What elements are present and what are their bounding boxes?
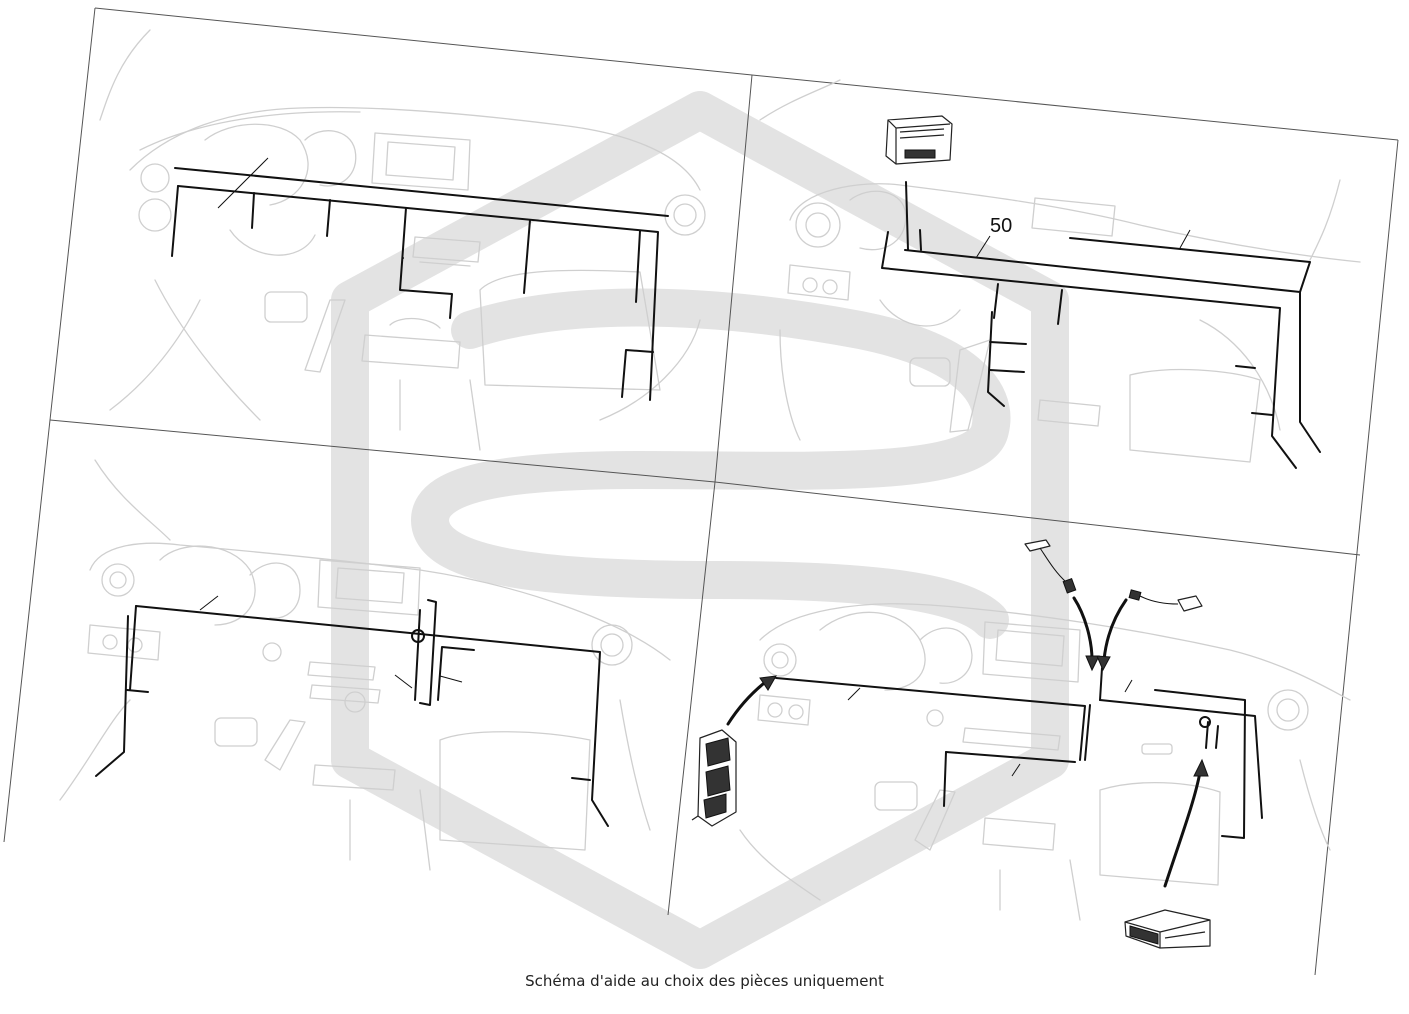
arrow-body-control-unit bbox=[726, 678, 770, 726]
arrowhead-icon bbox=[1096, 655, 1111, 672]
arrow-usb-socket bbox=[1072, 596, 1094, 662]
arrow-gps-antenna bbox=[1102, 598, 1128, 662]
panel-bottom-left bbox=[59, 459, 671, 871]
usb-socket-cable[interactable] bbox=[1024, 539, 1077, 594]
panel-frames bbox=[3, 7, 1399, 976]
reference-number: 50 bbox=[990, 215, 1012, 237]
arrow-control-module bbox=[1163, 770, 1202, 888]
arrowhead-icon bbox=[1085, 655, 1100, 672]
arrowhead-icon bbox=[1193, 758, 1209, 777]
electronic-control-module[interactable] bbox=[885, 115, 953, 165]
body-control-unit[interactable] bbox=[691, 729, 737, 827]
watermark-logo bbox=[331, 91, 1069, 969]
arrowhead-icon bbox=[759, 675, 777, 691]
panel-bottom-right bbox=[691, 539, 1351, 949]
panel-top-left bbox=[99, 29, 706, 451]
antenna-module[interactable] bbox=[1124, 909, 1211, 949]
diagram-caption: Schéma d'aide au choix des pièces unique… bbox=[525, 972, 884, 990]
gps-antenna-cable[interactable] bbox=[1128, 589, 1203, 612]
panel-top-right: 50 bbox=[759, 79, 1361, 469]
